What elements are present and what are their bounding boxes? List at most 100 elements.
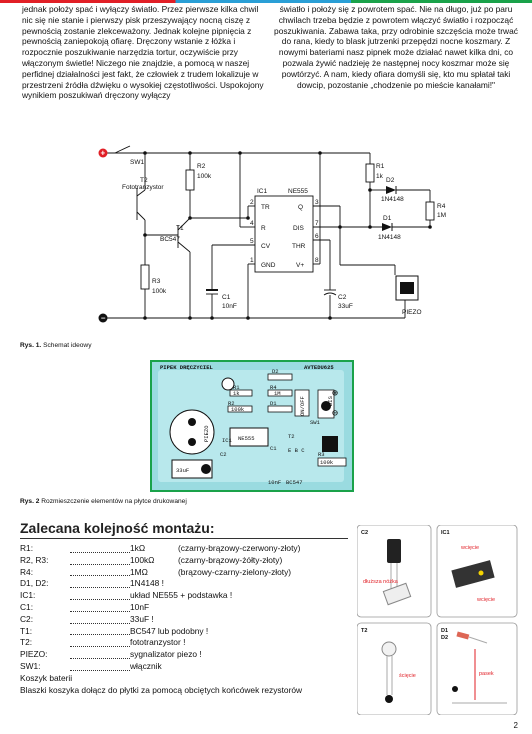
- part-color-code: (czarny-brązowy-czerwony-złoty): [178, 543, 301, 553]
- part-designator: T2:: [20, 637, 33, 648]
- part-value: 1N4148 !: [130, 578, 164, 589]
- pcb-piezo: PIEZO: [203, 425, 210, 442]
- part-value: włącznik: [130, 660, 162, 671]
- battery-contacts-note: Blaszki koszyka dołącz do płytki za pomo…: [20, 684, 303, 695]
- r1-label: R1: [376, 163, 385, 170]
- t2-label: T2: [140, 177, 148, 184]
- part-value: 33uF !: [130, 613, 154, 624]
- parts-list-item: R4:1MΩ(brązowy-czarny-zielony-złoty): [20, 567, 350, 579]
- part-designator: R2, R3:: [20, 554, 49, 565]
- parts-list-item: C1: 10nF: [20, 602, 350, 614]
- right-text-column: światło i położy się z powrotem spać. Ni…: [274, 4, 518, 90]
- dotted-leader: [70, 634, 130, 636]
- photo-t2-label: T2: [361, 628, 367, 634]
- dotted-leader: [70, 610, 130, 612]
- part-color-code: (czarny-brązowy-żółty-złoty): [178, 554, 283, 565]
- part-designator: T1:: [20, 625, 33, 636]
- pin-num-8: 8: [315, 257, 319, 264]
- pcb-c2: C2: [220, 451, 227, 458]
- caption1-label: Rys. 1.: [20, 342, 42, 349]
- parts-list-item: R1:1kΩ(czarny-brązowy-czerwony-złoty): [20, 543, 350, 555]
- pcb-minus: ⊖: [332, 409, 338, 420]
- caption1-text: Schemat ideowy: [43, 342, 92, 349]
- pcb-r1: R1: [233, 384, 240, 391]
- dotted-leader: [70, 669, 130, 671]
- pcb-r3-value: 100k: [320, 459, 334, 466]
- pin-num-5: 5: [250, 238, 254, 245]
- caption2-text: Rozmieszczenie elementów na płytce druko…: [41, 498, 187, 505]
- r1-value: 1k: [376, 173, 384, 180]
- power-minus-label: –: [101, 314, 106, 323]
- caption2-label: Rys. 2: [20, 498, 40, 505]
- part-designator: R4:: [20, 566, 34, 577]
- part-designator: SW1:: [20, 660, 41, 671]
- part-designator: D1, D2:: [20, 578, 49, 589]
- dotted-leader: [70, 587, 130, 589]
- parts-list-item: IC1:układ NE555 + podstawka !: [20, 590, 350, 602]
- right-paragraph: światło i położy się z powrotem spać. Ni…: [274, 4, 518, 90]
- dotted-leader: [70, 575, 130, 577]
- photo-stripe-note: pasek: [479, 671, 494, 677]
- sw1-label: SW1: [130, 159, 144, 166]
- piezo-label: PIEZO: [402, 309, 422, 316]
- pcb-dis: DIS: [327, 395, 334, 406]
- pcb-r2-value: 100k: [231, 406, 245, 413]
- d2-label: D2: [386, 177, 395, 184]
- pcb-d2: D2: [272, 368, 279, 375]
- pin-num-2: 2: [250, 199, 254, 206]
- pcb-c2-value: 33uF: [176, 467, 189, 474]
- r4-label: R4: [437, 203, 446, 210]
- part-designator: R1:: [20, 543, 34, 553]
- pin-thr: THR: [292, 243, 306, 250]
- mounting-title: Zalecana kolejność montażu:: [20, 520, 215, 536]
- pin-r: R: [261, 225, 266, 232]
- part-designator: C1:: [20, 601, 34, 612]
- part-color-code: (brązowy-czarny-zielony-złoty): [178, 566, 292, 577]
- pcb-ic1-type: NE555: [238, 435, 255, 442]
- pin-tr: TR: [261, 204, 270, 211]
- photo-notch2-note: wcięcie: [476, 597, 495, 603]
- pcb-layout: PIPEK DRĘCZYCIEL AVTEDU625 R1 1k R2 100k…: [150, 360, 354, 492]
- photo-c2-label: C2: [361, 530, 368, 536]
- r2-value: 100k: [197, 173, 212, 180]
- pin-num-3: 3: [315, 199, 319, 206]
- left-paragraph: jednak położy spać i wyłączy światło. Pr…: [22, 4, 264, 101]
- photo-cut-note: ścięcie: [399, 673, 416, 679]
- dotted-leader: [70, 551, 130, 553]
- t2-type-label: Fototranzystor: [122, 184, 164, 191]
- part-value: 10nF: [130, 601, 150, 612]
- figure-caption-1: Rys. 1. Schemat ideowy: [20, 342, 92, 349]
- top-color-bar: [0, 0, 532, 3]
- pin-num-4: 4: [250, 220, 254, 227]
- part-value: BC547 lub podobny !: [130, 625, 209, 636]
- pcb-sw1: SW1: [310, 419, 321, 426]
- part-designator: IC1:: [20, 590, 36, 601]
- pin-num-1: 1: [250, 257, 254, 264]
- part-value: 100kΩ: [130, 554, 155, 565]
- part-value: sygnalizator piezo !: [130, 649, 202, 660]
- pcb-c1-value: 10nF: [268, 479, 281, 486]
- c2-label: C2: [338, 294, 347, 301]
- pcb-code: AVTEDU625: [304, 364, 334, 371]
- part-designator: C2:: [20, 613, 34, 624]
- parts-list-item: T2:fototranzystor !: [20, 637, 350, 649]
- page-number: 2: [513, 721, 518, 730]
- dotted-leader: [70, 646, 130, 648]
- ic1-type-label: NE555: [288, 188, 308, 195]
- parts-list-item: R2, R3: 100kΩ (czarny-brązowy-żółty-złoty): [20, 555, 350, 567]
- pcb-r2: R2: [228, 400, 235, 407]
- r2-label: R2: [197, 163, 206, 170]
- battery-holder-note: Koszyk baterii: [20, 673, 73, 683]
- pcb-ic1: IC1: [222, 437, 233, 444]
- pcb-c1: C1: [270, 445, 277, 452]
- pcb-r1-value: 1k: [233, 390, 240, 397]
- t1-label: T1: [176, 225, 184, 232]
- parts-list: R1:1kΩ(czarny-brązowy-czerwony-złoty)R2,…: [20, 543, 350, 673]
- pin-dis: DIS: [293, 225, 305, 232]
- parts-list-item: C2: 33uF !: [20, 614, 350, 626]
- photo-long-leg-note: dłuższa nóżka: [363, 579, 399, 585]
- r3-value: 100k: [152, 288, 167, 295]
- pin-num-7: 7: [315, 220, 319, 227]
- pin-cv: CV: [261, 243, 271, 250]
- dotted-leader: [70, 563, 130, 565]
